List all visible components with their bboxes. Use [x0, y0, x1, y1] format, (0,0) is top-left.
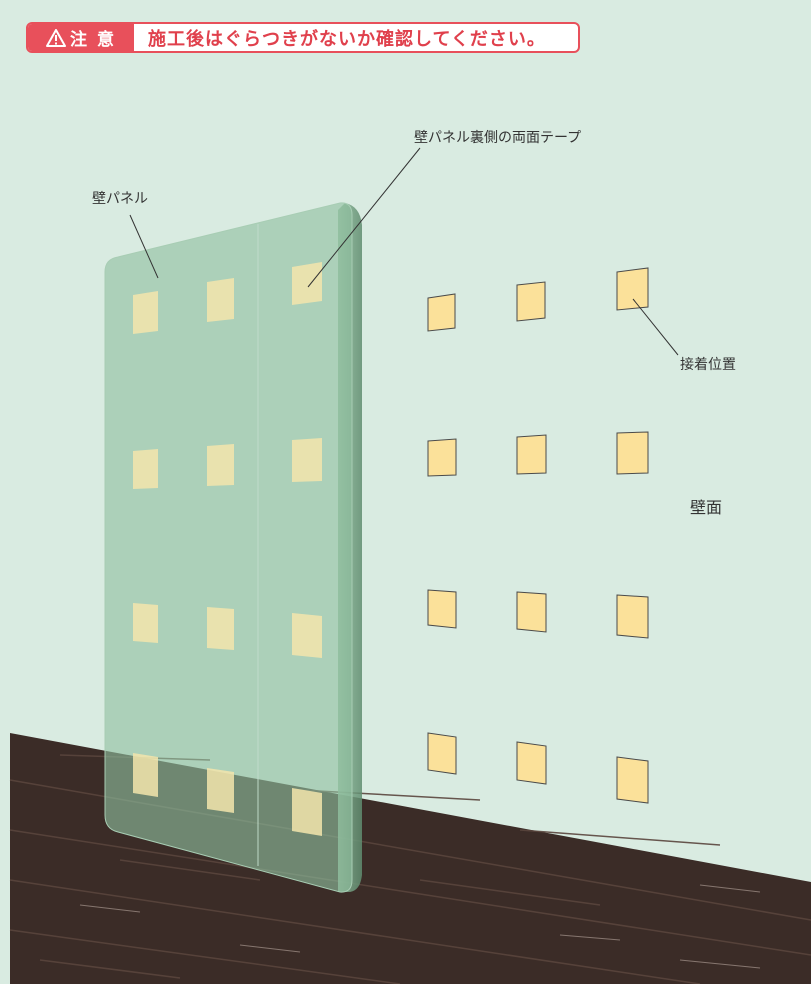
wall-adhesion-pads [427, 267, 649, 804]
floor-highlights [79, 884, 761, 969]
label-wall-panel: 壁パネル [92, 191, 148, 207]
caution-message: 施工後はぐらつきがないか確認してください。 [148, 28, 546, 50]
label-adhesion-position: 接着位置 [680, 357, 736, 373]
label-panel-back-tape: 壁パネル裏側の両面テープ [414, 130, 582, 146]
warning-triangle-icon [46, 28, 67, 47]
leader-lines [129, 147, 679, 356]
label-wall-surface: 壁面 [690, 498, 723, 517]
wall-panel [104, 202, 353, 893]
panel-back-tape-pads [133, 262, 322, 836]
caution-banner: 注 意 施工後はぐらつきがないか確認してください。 [26, 22, 580, 53]
caution-tag: 注 意 [28, 24, 134, 51]
caution-tag-label: 注 意 [70, 30, 116, 50]
